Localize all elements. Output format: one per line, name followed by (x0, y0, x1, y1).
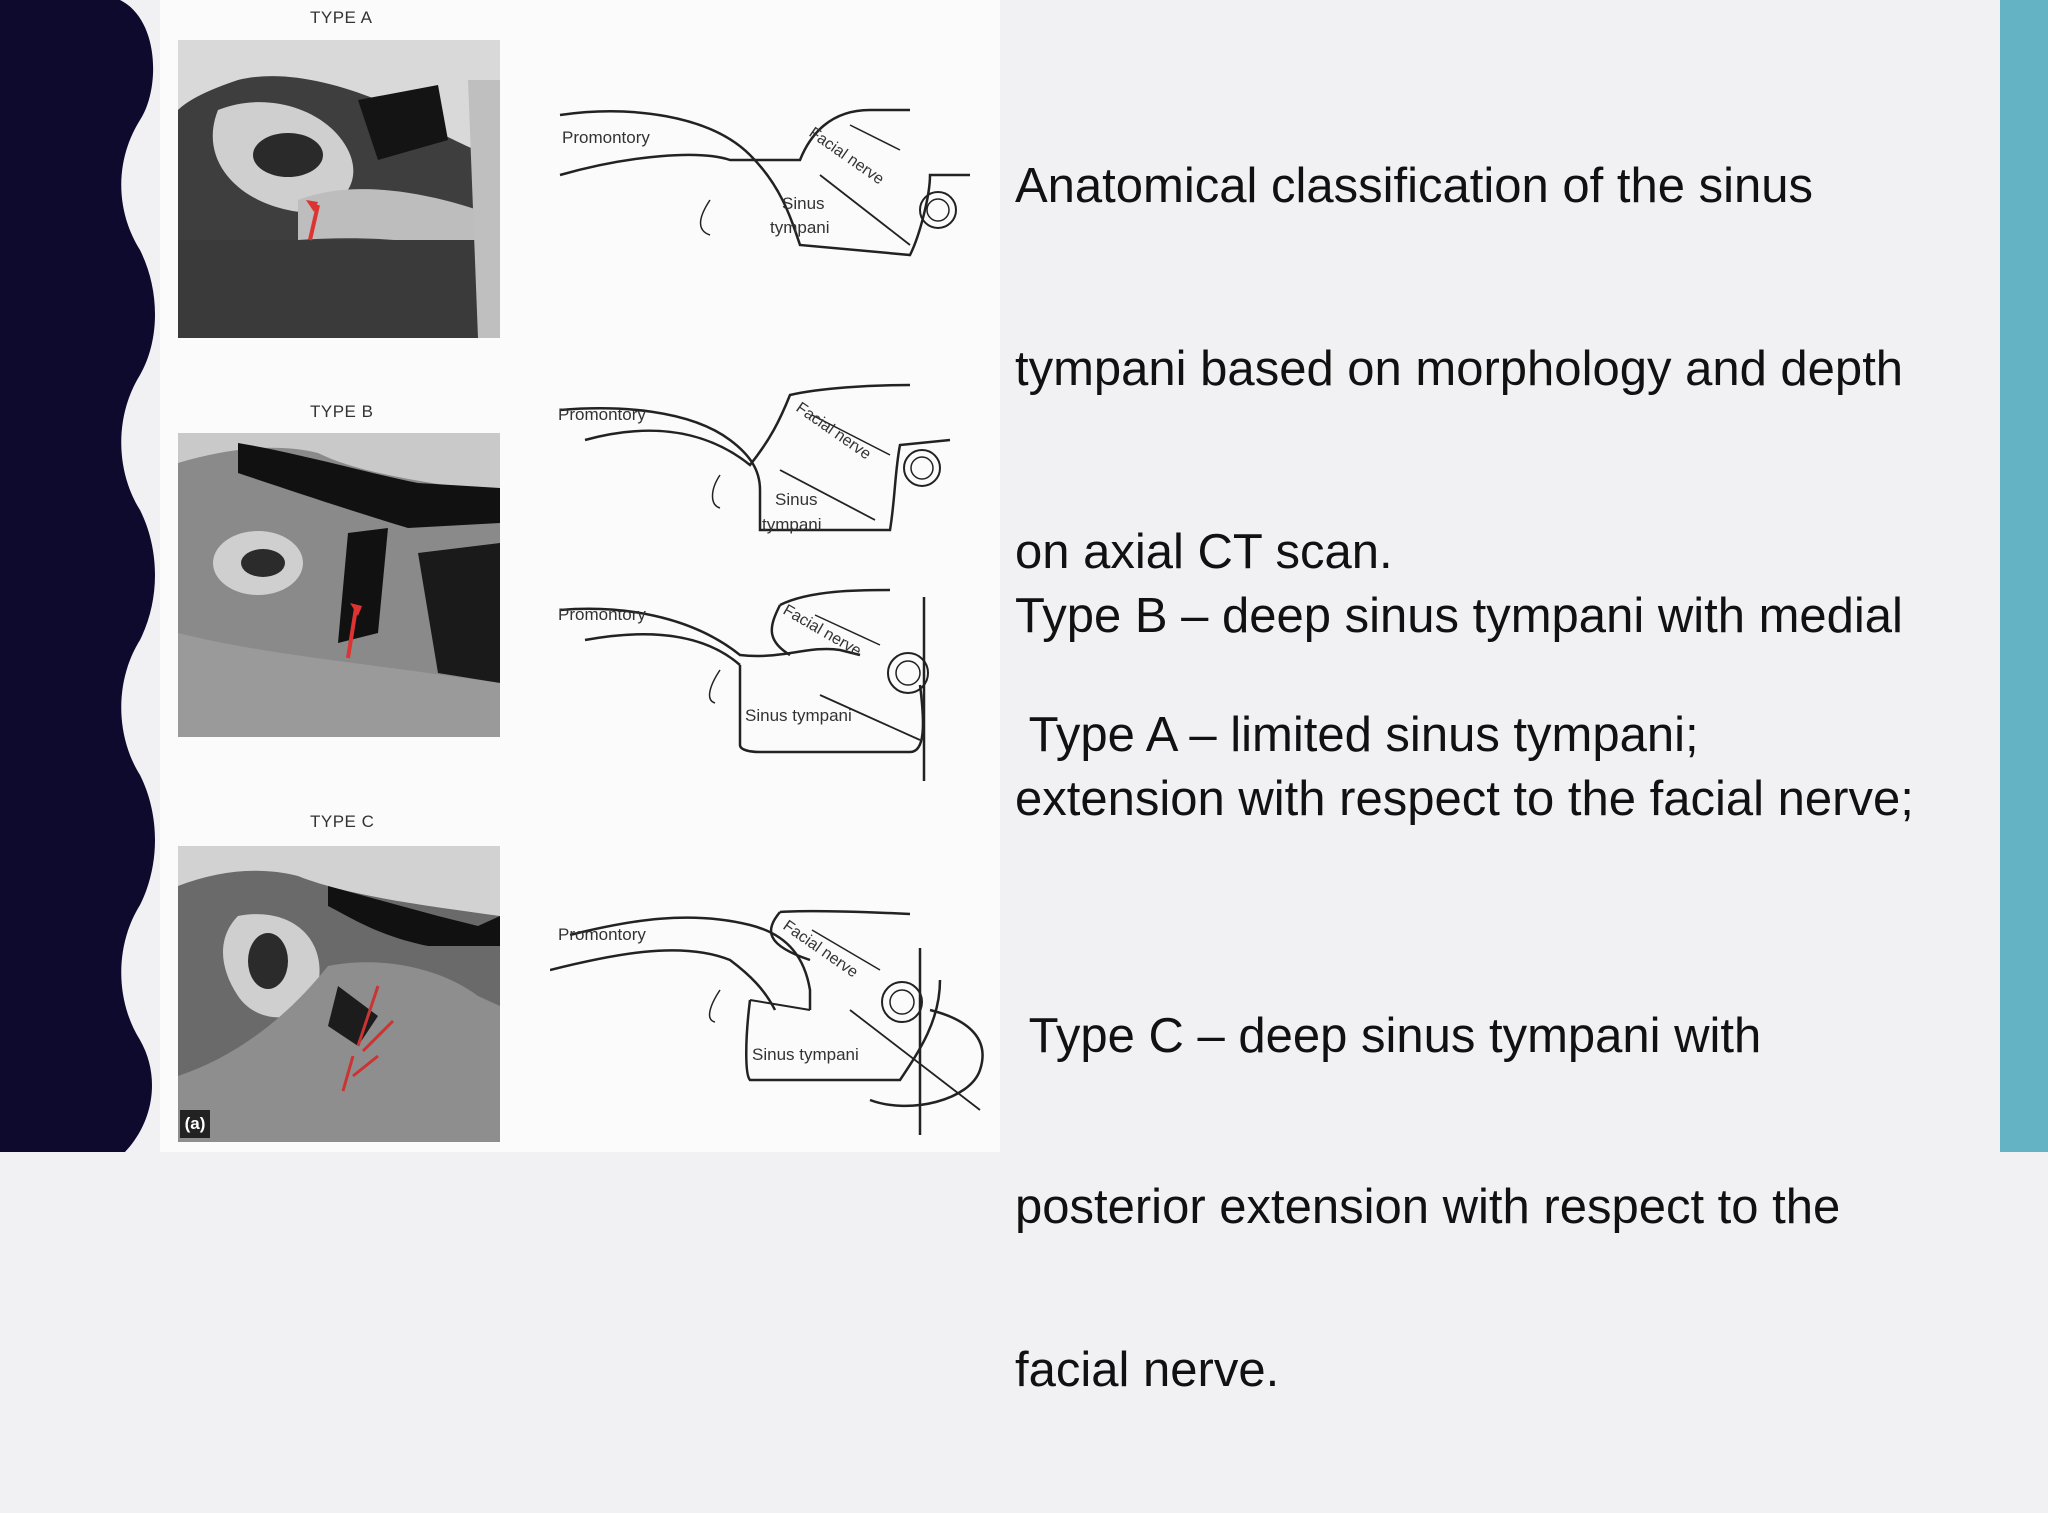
type-c-label: TYPE C (310, 812, 375, 831)
diagram-type-a: Promontory Facial nerve Sinus tympani (559, 108, 970, 257)
intro-line-2: tympani based on morphology and depth (1015, 342, 1904, 396)
diagram-b1-tympani-label: tympani (762, 515, 822, 534)
type-b-label: TYPE B (310, 402, 374, 421)
type-b-text: Type B – deep sinus tympani with medial … (1015, 464, 1914, 952)
diagram-b1-sinus-label: Sinus (775, 490, 818, 509)
panel-tag: (a) (180, 1110, 210, 1138)
diagram-b1-promontory-label: Promontory (558, 405, 646, 424)
diagram-b2-facial-nerve-label: Facial nerve (780, 602, 864, 660)
diagram-b2-promontory-label: Promontory (558, 605, 646, 624)
diagram-a-sinus-label: Sinus (782, 194, 825, 213)
diagram-c-promontory-label: Promontory (558, 925, 646, 944)
type-c-line-3: facial nerve. (1015, 1343, 1280, 1397)
diagram-type-c: Promontory Facial nerve Sinus tympani (550, 909, 984, 1135)
ct-scan-type-c (178, 846, 500, 1142)
intro-text: Anatomical classification of the sinus t… (1015, 34, 1903, 888)
ct-scan-type-b (178, 433, 500, 737)
right-accent-strip (2000, 0, 2048, 1152)
diagram-a-tympani-label: tympani (770, 218, 830, 237)
diagram-c-sinus-label: Sinus tympani (752, 1045, 859, 1064)
intro-line-3: on axial CT scan. (1015, 525, 1393, 579)
type-b-line-1: Type B – deep sinus tympani with medial (1015, 589, 1903, 643)
slide: TYPE A Promontory Facial nerve Sinus tym… (0, 0, 2048, 1397)
type-a-label: TYPE A (310, 8, 373, 27)
type-c-text: Type C – deep sinus tympani with posteri… (1015, 894, 1840, 1513)
type-a-description: Type A – limited sinus tympani; (1015, 708, 1699, 762)
diagram-type-b-1: Promontory Facial nerve Sinus tympani (558, 383, 951, 534)
diagram-b1-facial-nerve-label: Facial nerve (793, 399, 874, 463)
diagram-b2-sinus-label: Sinus tympani (745, 706, 852, 725)
type-c-line-2: posterior extension with respect to the (1015, 1180, 1841, 1234)
type-c-line-1: Type C – deep sinus tympani with (1015, 1009, 1762, 1063)
intro-line-1: Anatomical classification of the sinus (1015, 159, 1813, 213)
diagram-type-b-2: Promontory Facial nerve Sinus tympani (558, 588, 929, 781)
type-b-line-2: extension with respect to the facial ner… (1015, 772, 1914, 826)
left-decorative-band (0, 0, 155, 1152)
diagram-a-facial-nerve-label: Facial nerve (806, 124, 887, 188)
diagram-a-promontory-label: Promontory (562, 128, 650, 147)
ct-scan-type-a (178, 40, 500, 338)
